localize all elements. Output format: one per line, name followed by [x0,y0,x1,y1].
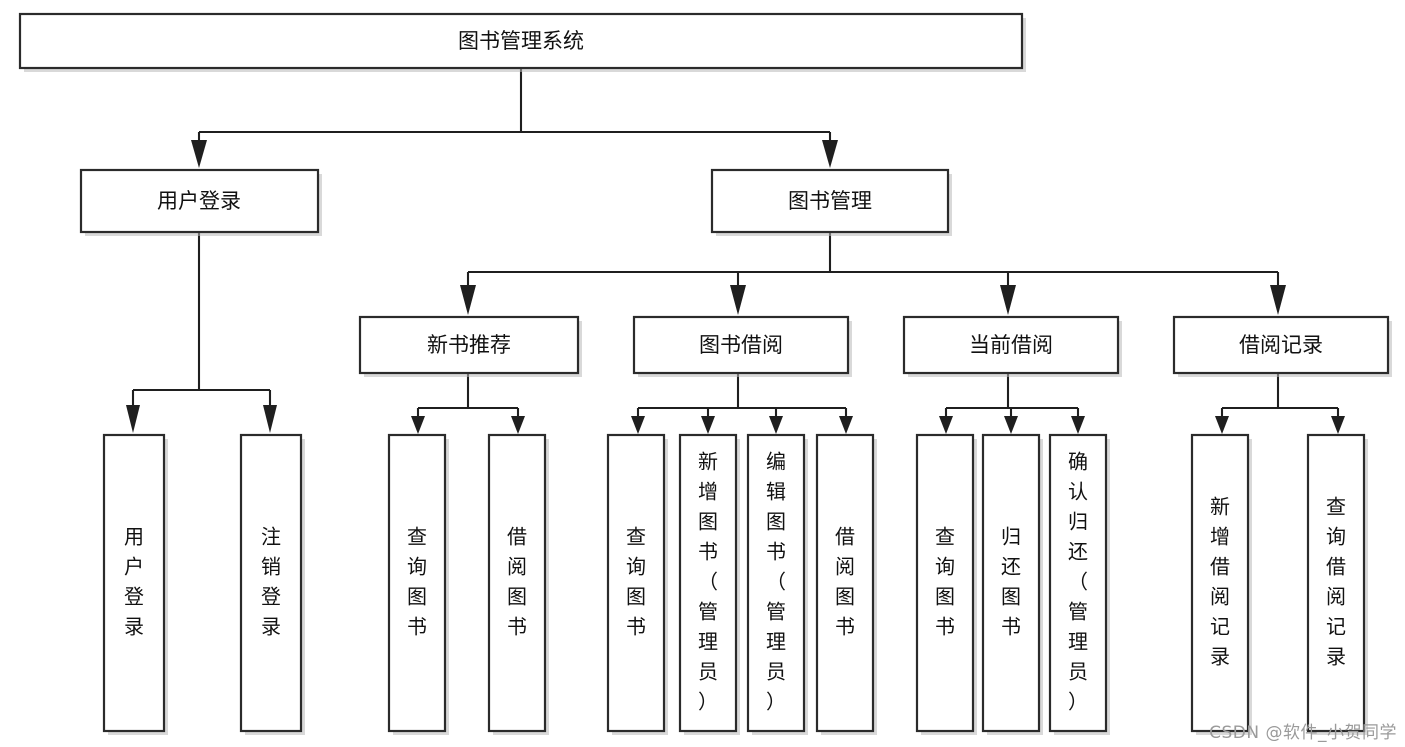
leaf-add-book-box[interactable] [678,433,738,733]
arrow-to-leaf-add-book [701,416,715,434]
leaf-add-record[interactable]: 新增借阅记录 [1190,433,1252,735]
leaf-confirm-return[interactable]: 确认归还（管理员） [1048,433,1110,735]
leaf-edit-book[interactable]: 编辑图书（管理员） [746,433,808,735]
current-borrow-label: 当前借阅 [969,333,1053,357]
node-current-borrow[interactable]: 当前借阅 [902,315,1122,377]
leaf-query-book-1[interactable]: 查询图书 [387,433,449,735]
leaf-confirm-return-label: 确认归还（管理员） [1068,450,1088,714]
leaf-query-book-1-box[interactable] [387,433,447,733]
node-user-login[interactable]: 用户登录 [79,168,322,236]
edge-layer [131,68,1340,416]
book-borrow-box[interactable] [632,315,850,375]
new-book-recommend-label: 新书推荐 [427,333,511,357]
arrow-to-leaf-borrow-book-1 [511,416,525,434]
leaf-borrow-book-2-label: 借阅图书 [835,525,855,639]
root-label: 图书管理系统 [458,29,584,53]
leaf-query-book-2[interactable]: 查询图书 [606,433,668,735]
arrowhead-layer [126,140,1345,434]
csdn-watermark: CSDN @软件_小贺同学 [1209,723,1397,743]
arrow-to-book-borrow [730,285,746,315]
arrow-to-leaf-borrow-book-2 [839,416,853,434]
user-login-box[interactable] [79,168,320,234]
leaf-user-login-box[interactable] [102,433,166,733]
leaf-query-record-box[interactable] [1306,433,1366,733]
leaf-borrow-book-2-box[interactable] [815,433,875,733]
leaf-edit-book-box[interactable] [746,433,806,733]
arrow-to-leaf-query-book-1 [411,416,425,434]
book-manage-box[interactable] [710,168,950,234]
new-book-recommend-box[interactable] [358,315,580,375]
arrow-to-leaf-user-login [126,405,140,433]
leaf-borrow-book-1-box[interactable] [487,433,547,733]
leaf-user-login-label: 用户登录 [124,525,144,639]
arrow-to-leaf-return-book [1004,416,1018,434]
borrow-record-label: 借阅记录 [1239,333,1323,357]
node-book-manage[interactable]: 图书管理 [710,168,952,236]
book-manage-label: 图书管理 [788,189,872,213]
leaf-user-logout-box[interactable] [239,433,303,733]
arrow-to-leaf-edit-book [769,416,783,434]
node-root[interactable]: 图书管理系统 [18,12,1026,72]
leaf-query-book-2-label: 查询图书 [626,525,646,639]
leaf-query-book-3-label: 查询图书 [935,525,955,639]
leaf-return-book-label: 归还图书 [1001,525,1021,639]
node-book-borrow[interactable]: 图书借阅 [632,315,852,377]
leaf-borrow-book-1-label: 借阅图书 [507,525,527,639]
leaf-query-book-1-label: 查询图书 [407,525,427,639]
arrow-to-leaf-confirm-return [1071,416,1085,434]
leaf-query-book-3-box[interactable] [915,433,975,733]
current-borrow-box[interactable] [902,315,1120,375]
leaf-query-record[interactable]: 查询借阅记录 [1306,433,1368,735]
leaf-add-record-label: 新增借阅记录 [1210,495,1230,669]
arrow-to-current-borrow [1000,285,1016,315]
arrow-to-leaf-query-record [1331,416,1345,434]
leaf-return-book-box[interactable] [981,433,1041,733]
borrow-record-box[interactable] [1172,315,1390,375]
leaf-add-record-box[interactable] [1190,433,1250,733]
arrow-to-leaf-add-record [1215,416,1229,434]
root-box[interactable] [18,12,1024,70]
leaf-query-record-label: 查询借阅记录 [1326,495,1346,669]
node-new-book-recommend[interactable]: 新书推荐 [358,315,582,377]
leaf-query-book-3[interactable]: 查询图书 [915,433,977,735]
leaf-user-logout[interactable]: 注销登录 [239,433,305,735]
arrow-to-user-login [191,140,207,168]
arrow-to-leaf-user-logout [263,405,277,433]
leaf-return-book[interactable]: 归还图书 [981,433,1043,735]
leaf-add-book-label: 新增图书（管理员） [698,450,718,714]
leaf-add-book[interactable]: 新增图书（管理员） [678,433,740,735]
leaf-user-logout-label: 注销登录 [261,525,281,639]
node-borrow-record[interactable]: 借阅记录 [1172,315,1392,377]
leaf-borrow-book-1[interactable]: 借阅图书 [487,433,549,735]
arrow-to-book-manage [822,140,838,168]
leaf-borrow-book-2[interactable]: 借阅图书 [815,433,877,735]
leaf-user-login[interactable]: 用户登录 [102,433,168,735]
book-borrow-label: 图书借阅 [699,333,783,357]
arrow-to-leaf-query-book-2 [631,416,645,434]
user-login-label: 用户登录 [157,189,241,213]
arrow-to-borrow-record [1270,285,1286,315]
leaf-query-book-2-box[interactable] [606,433,666,733]
leaf-edit-book-label: 编辑图书（管理员） [766,450,786,714]
arrow-to-new-book-recommend [460,285,476,315]
leaf-confirm-return-box[interactable] [1048,433,1108,733]
arrow-to-leaf-query-book-3 [939,416,953,434]
